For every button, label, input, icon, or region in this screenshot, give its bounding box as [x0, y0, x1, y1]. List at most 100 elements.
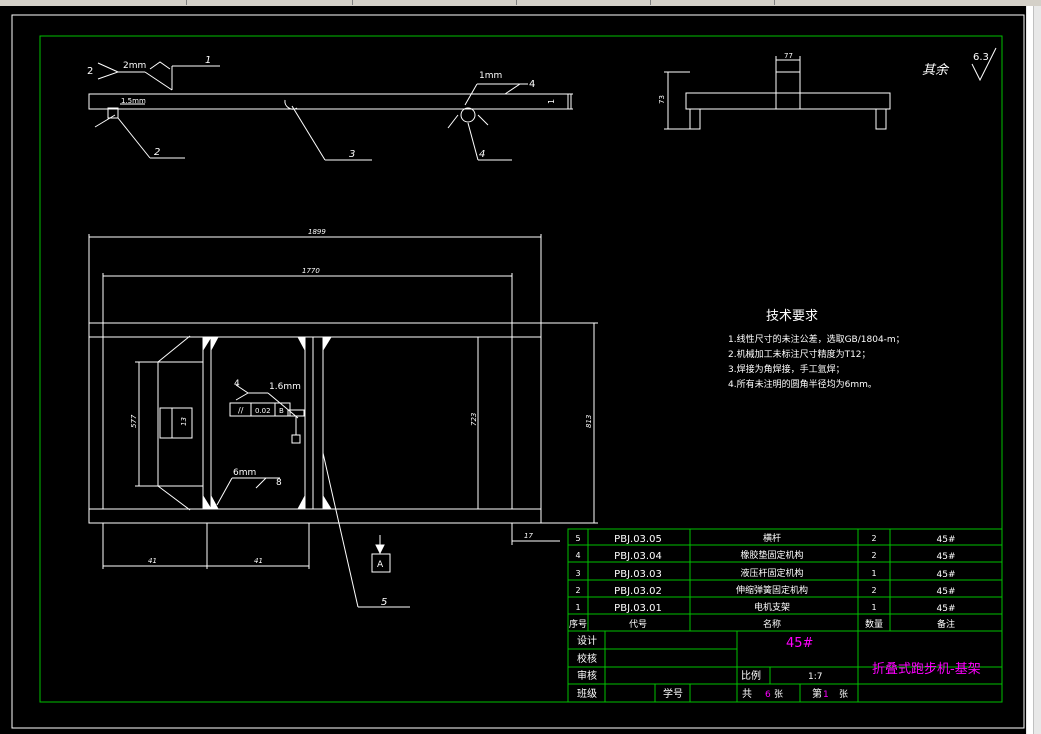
bom-header-name: 名称: [763, 618, 781, 630]
dim-inner-length: 1770: [302, 267, 320, 275]
tech-title: 技术要求: [766, 309, 818, 324]
bom-qty: 2: [871, 586, 876, 595]
side-beam: [685, 92, 891, 110]
tb-design: 设计: [577, 634, 597, 647]
bom-remark: 45#: [937, 570, 956, 580]
toolbar-strip: [0, 0, 1041, 6]
weld-code-mid: 4: [234, 379, 240, 389]
tb-scale: 1:7: [808, 672, 822, 682]
balloon-5: 5: [381, 597, 387, 608]
surface-note: 其余: [922, 62, 950, 78]
tb-student-no: 学号: [663, 687, 683, 700]
top-view: [88, 61, 573, 161]
bom-no: 4: [575, 551, 580, 560]
tolerance-datum: B: [279, 407, 284, 415]
title-block: 设计 校核 审核 班级 学号 45# 比例 1:7 共 6 张 第 1 张 折叠…: [577, 634, 981, 700]
balloon-1: 1: [205, 55, 211, 66]
bom-code: PBJ.03.03: [614, 569, 662, 580]
tb-class: 班级: [577, 688, 597, 700]
bom-code: PBJ.03.05: [614, 534, 662, 545]
vertical-scrollbar[interactable]: [1026, 6, 1041, 734]
tb-page: 1: [823, 690, 829, 700]
sheet-frame: [39, 35, 1003, 703]
tolerance-symbol: //: [238, 406, 244, 415]
weld-size-small: 1.5mm: [121, 97, 146, 105]
motor-bracket: [157, 361, 204, 487]
bom-name: 电机支架: [754, 601, 790, 613]
bom-no: 1: [575, 603, 580, 612]
tech-item-1: 1.线性尺寸的未注公差，选取GB/1804-m；: [728, 333, 905, 345]
sheet-outer-border: [11, 14, 1025, 729]
toolbar-segment[interactable]: [0, 0, 187, 5]
tb-material: 45#: [786, 636, 813, 651]
weld-code-right: 4: [529, 79, 535, 90]
balloon-2: 2: [154, 147, 160, 158]
side-post: [775, 71, 801, 110]
dim-thk: 1: [547, 99, 556, 104]
tech-item-2: 2.机械加工未标注尺寸精度为T12；: [728, 348, 871, 360]
bom-qty: 1: [871, 603, 876, 612]
bom-remark: 45#: [937, 552, 956, 562]
dim-right-offset: 17: [524, 532, 533, 540]
tech-item-4: 4.所有未注明的圆角半径均为6mm。: [728, 378, 877, 390]
side-view-labels: 77 73 其余 6.3: [658, 52, 989, 104]
roughness-value: 6.3: [973, 52, 989, 63]
weld-code-bottom: 8: [276, 478, 282, 488]
bom-name: 伸缩弹簧固定机构: [736, 584, 808, 596]
balloon-3: 3: [349, 149, 355, 160]
weld-code-left: 2: [87, 66, 93, 77]
dim-height-inner: 723: [470, 413, 478, 426]
tech-item-3: 3.焊接为角焊接，手工氩焊；: [728, 363, 845, 375]
bom-no: 2: [575, 586, 580, 595]
bom-row: 5 PBJ.03.05 横杆 2 45#: [575, 532, 955, 545]
bom-header-remark: 备注: [937, 618, 955, 630]
tb-review: 审核: [577, 669, 597, 682]
tb-check: 校核: [577, 652, 597, 665]
rail-bottom: [88, 508, 542, 524]
bom-table: 5 PBJ.03.05 横杆 2 45# 4 PBJ.03.04 橡胶垫固定机构…: [569, 532, 956, 630]
weld-size-left: 2mm: [123, 61, 146, 71]
tb-drawing-title: 折叠式跑步机-基架: [872, 662, 981, 677]
dim-overall-length: 1899: [308, 228, 326, 236]
bom-name: 液压杆固定机构: [740, 567, 803, 579]
dim-side-width: 77: [784, 52, 793, 60]
bom-header-qty: 数量: [865, 618, 883, 630]
bom-remark: 45#: [937, 535, 956, 545]
dim-height-right: 813: [585, 415, 593, 428]
weld-size-bottom: 6mm: [233, 468, 256, 478]
dim-height-left: 577: [130, 414, 138, 428]
cross-member-3: [312, 336, 324, 510]
top-view-labels: 2 2mm 1 1.5mm 2 3 1mm 4 4 1: [87, 55, 556, 160]
datum-label: A: [377, 560, 384, 570]
dim-left-offset: 41: [148, 557, 157, 565]
tb-scale-label: 比例: [741, 669, 761, 682]
toolbar-segment[interactable]: [520, 0, 651, 5]
plan-view: [88, 234, 598, 608]
bom-table-grid: [567, 528, 1003, 703]
dim-side-height: 73: [658, 95, 666, 104]
tb-page-unit: 张: [839, 689, 848, 700]
bom-remark: 45#: [937, 587, 956, 597]
weld-size-mid: 1.6mm: [269, 382, 301, 392]
tb-total-unit: 张: [774, 689, 783, 700]
bom-no: 3: [575, 569, 580, 578]
top-beam-outline: [88, 93, 569, 110]
rail-top: [88, 322, 542, 338]
tolerance-value: 0.02: [255, 407, 271, 415]
bom-code: PBJ.03.04: [614, 551, 662, 562]
toolbar-segment[interactable]: [356, 0, 517, 5]
toolbar-segment[interactable]: [192, 0, 353, 5]
bom-header-row: 序号 代号 名称 数量 备注: [569, 618, 955, 630]
bom-row: 2 PBJ.03.02 伸缩弹簧固定机构 2 45#: [575, 584, 955, 597]
bom-code: PBJ.03.01: [614, 603, 662, 614]
tb-total-label: 共: [742, 688, 752, 700]
frame-inner: [102, 336, 513, 510]
bom-qty: 2: [871, 551, 876, 560]
cross-member-2: [304, 336, 314, 510]
balloon-4: 4: [479, 149, 485, 160]
toolbar-segment[interactable]: [654, 0, 775, 5]
bom-row: 1 PBJ.03.01 电机支架 1 45#: [575, 601, 955, 614]
bom-name: 横杆: [763, 532, 781, 544]
plan-dimension-labels: 1899 1770 577 723 813 13 41 41 17 4 1.6m…: [130, 228, 593, 608]
